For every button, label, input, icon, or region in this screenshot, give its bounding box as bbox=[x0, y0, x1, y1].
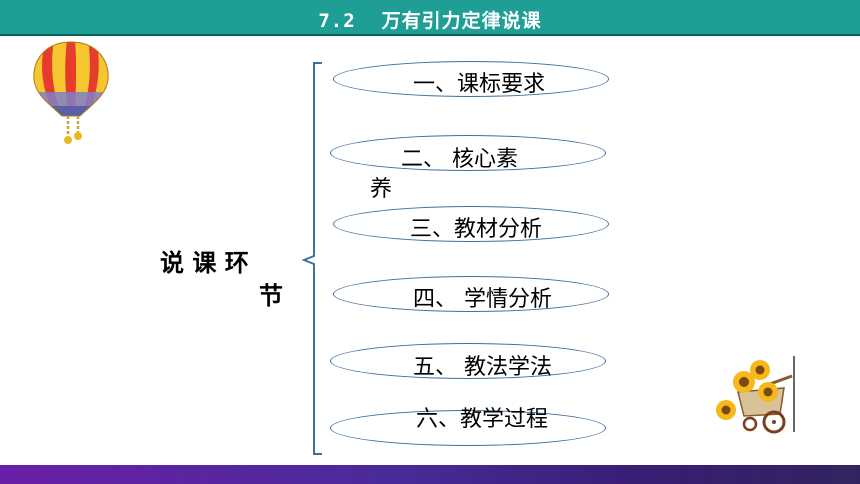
page-title: 7.2 万有引力定律说课 bbox=[0, 6, 860, 33]
footer-bar bbox=[0, 465, 860, 484]
section-pill-4[interactable] bbox=[333, 276, 609, 312]
bracket-icon bbox=[301, 62, 322, 455]
section-pill-1[interactable] bbox=[333, 61, 609, 97]
side-label-line1: 说 课 环 bbox=[160, 248, 249, 277]
section-pill-6[interactable] bbox=[330, 410, 606, 446]
section-number: 7.2 bbox=[318, 10, 356, 32]
title-bar: 7.2 万有引力定律说课 bbox=[0, 0, 860, 36]
section-pill-3[interactable] bbox=[333, 206, 609, 242]
side-label-line2: 节 bbox=[259, 281, 283, 310]
section-label-2-wrap: 养 bbox=[370, 177, 393, 202]
section-label-6: 六、教学过程 bbox=[416, 407, 549, 432]
section-label-1: 一、课标要求 bbox=[413, 72, 546, 97]
section-pill-2[interactable] bbox=[330, 135, 606, 171]
section-label-3: 三、教材分析 bbox=[410, 217, 543, 242]
section-label-5: 五、 教法学法 bbox=[413, 355, 552, 380]
section-pill-5[interactable] bbox=[330, 343, 606, 379]
hot-air-balloon-icon bbox=[33, 41, 109, 144]
sunflower-cart-icon bbox=[716, 356, 795, 434]
section-label-2: 二、 核心素 bbox=[401, 147, 518, 172]
title-text: 万有引力定律说课 bbox=[381, 10, 542, 32]
section-label-4: 四、 学情分析 bbox=[413, 287, 552, 312]
